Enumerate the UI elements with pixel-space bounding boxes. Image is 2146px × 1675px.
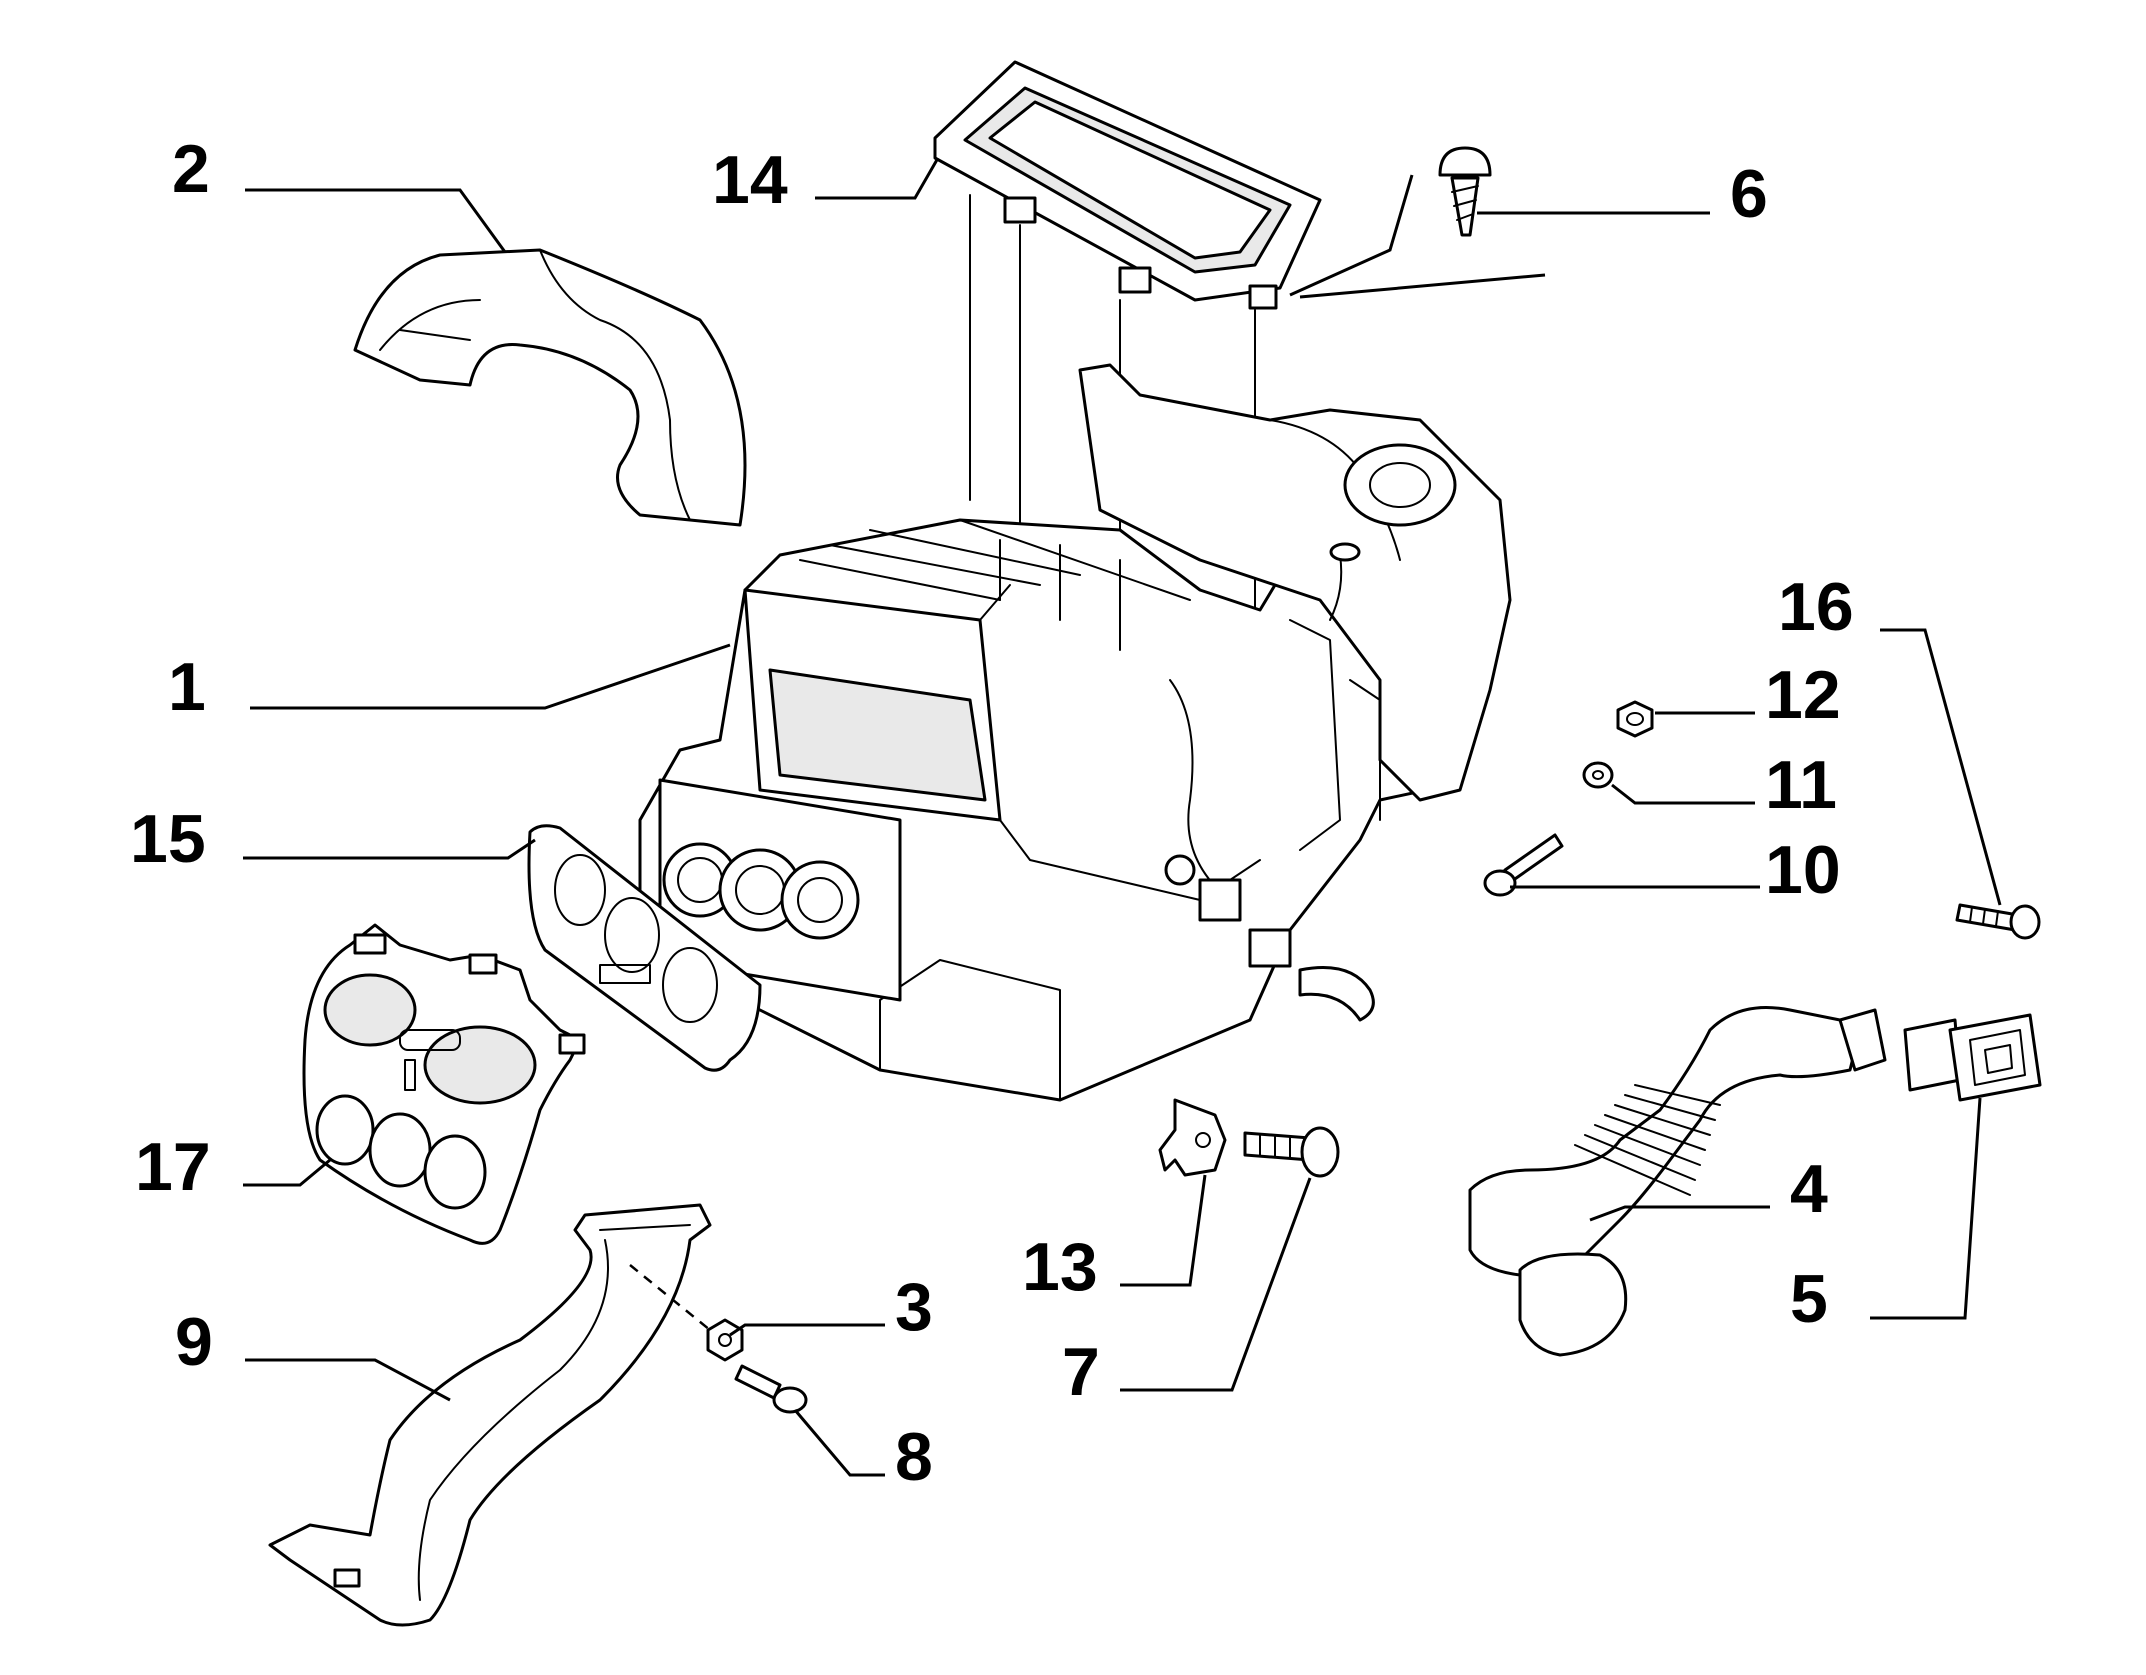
callout-3: 3 bbox=[895, 1269, 933, 1345]
callout-13: 13 bbox=[1022, 1229, 1098, 1305]
part-7-bolt bbox=[1243, 1126, 1340, 1178]
callout-10: 10 bbox=[1765, 832, 1841, 908]
part-14-filter-housing bbox=[933, 60, 1322, 310]
leader-lines bbox=[243, 157, 2002, 1477]
part-17-control-frame bbox=[302, 923, 586, 1245]
part-4-flexible-hose bbox=[1468, 1006, 1887, 1357]
part-5-duct-adapter bbox=[1903, 1013, 2042, 1102]
part-6-screw bbox=[1438, 146, 1492, 237]
callout-14: 14 bbox=[712, 142, 788, 218]
callout-7: 7 bbox=[1062, 1334, 1100, 1410]
callout-16: 16 bbox=[1778, 569, 1854, 645]
callout-4: 4 bbox=[1790, 1151, 1828, 1227]
part-11-washer bbox=[1582, 761, 1614, 789]
callout-15: 15 bbox=[130, 801, 206, 877]
callout-9: 9 bbox=[175, 1304, 213, 1380]
callout-2: 2 bbox=[172, 131, 210, 207]
part-16-bolt bbox=[1955, 903, 2041, 940]
part-2-air-duct bbox=[353, 248, 747, 527]
part-15-bezel bbox=[527, 824, 762, 1072]
callout-12: 12 bbox=[1765, 657, 1841, 733]
callout-17: 17 bbox=[135, 1129, 211, 1205]
housing-control-dials bbox=[658, 778, 902, 1002]
part-3-nut bbox=[706, 1318, 744, 1362]
callout-6: 6 bbox=[1730, 156, 1768, 232]
callout-1: 1 bbox=[168, 649, 206, 725]
part-10-bolt bbox=[1483, 833, 1564, 897]
callout-5: 5 bbox=[1790, 1261, 1828, 1337]
part-13-bracket bbox=[1158, 1098, 1227, 1177]
part-9-lower-duct bbox=[268, 1203, 712, 1627]
part-12-nut bbox=[1616, 700, 1654, 738]
callout-8: 8 bbox=[895, 1419, 933, 1495]
callout-labels: 1 2 3 4 5 6 7 8 9 10 11 12 13 14 15 16 1… bbox=[130, 131, 1854, 1495]
callout-11: 11 bbox=[1765, 747, 1837, 823]
part-1-heater-housing bbox=[638, 363, 1512, 1102]
part-8-bolt bbox=[734, 1364, 808, 1414]
